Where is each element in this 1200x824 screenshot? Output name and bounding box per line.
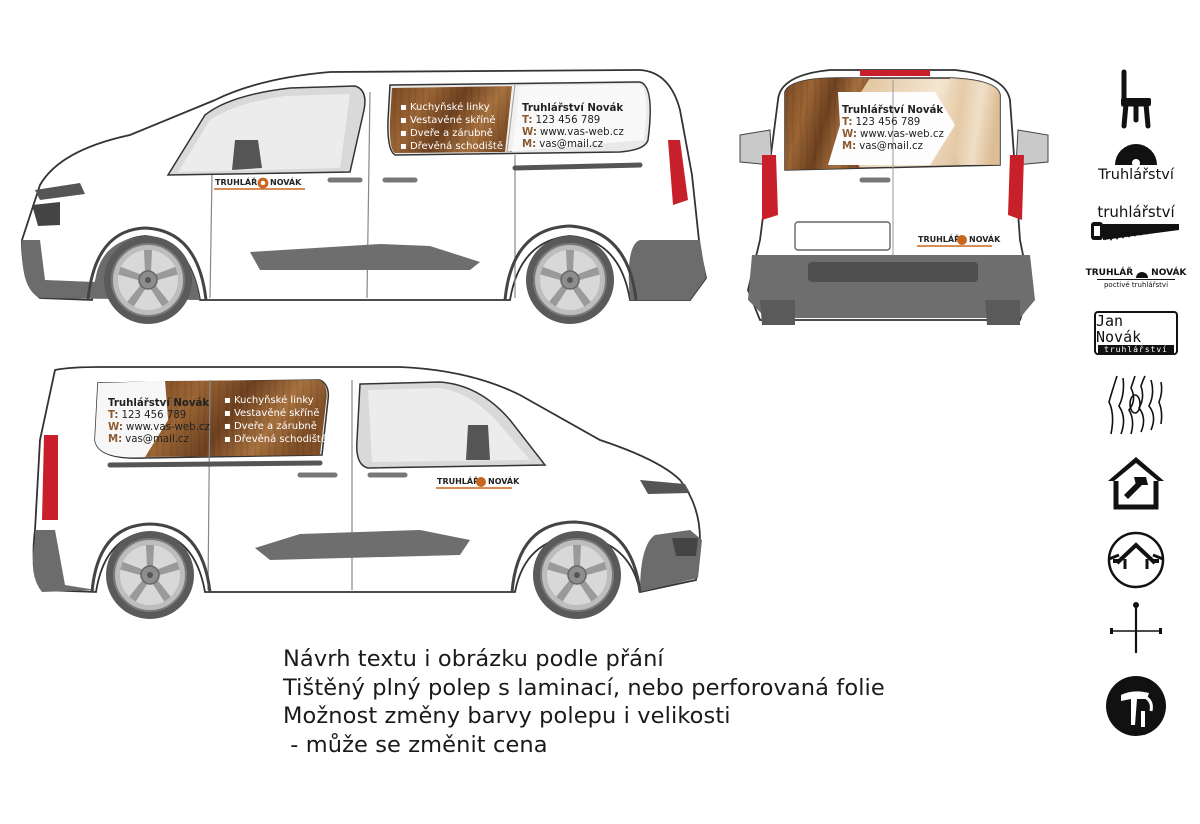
door-logo-left: TRUHLÁŘ — [215, 176, 257, 187]
web-value: www.vas-web.cz — [540, 127, 624, 138]
van-rear-view: Truhlářství Novák T:123 456 789 W:www.va… — [739, 69, 1049, 325]
side3-mail-prefix: M: — [108, 434, 122, 445]
rear-phone: 123 456 789 — [855, 117, 920, 128]
jan-name-text: Jan Novák — [1096, 311, 1142, 346]
note-line-3: Možnost změny barvy polepu i velikosti — [283, 703, 731, 730]
side3-service-4: ▪ Dřevěná schodiště — [224, 433, 327, 445]
mail-value: vas@mail.cz — [539, 139, 603, 150]
service-2: ▪ Vestavěné skříně — [400, 114, 496, 126]
notes-block: Návrh textu i obrázku podle přání Tištěn… — [283, 645, 983, 759]
service-3: ▪ Dveře a zárubně — [400, 127, 493, 139]
web-prefix: W: — [522, 127, 537, 138]
rear-company-name: Truhlářství Novák — [842, 104, 943, 116]
note-line-2: Tištěný plný polep s laminací, nebo perf… — [283, 674, 885, 701]
side3-door-logo: TRUHLÁŘ NOVÁK — [436, 475, 520, 489]
rear-logo-right: NOVÁK — [969, 233, 1001, 244]
side3-service-2: ▪ Vestavěné skříně — [224, 407, 320, 419]
handsaw-icon — [1091, 221, 1179, 241]
side3-phone: 123 456 789 — [121, 410, 186, 421]
svg-text:T:123 456 789: T:123 456 789 — [108, 410, 186, 421]
side3-service-1: ▪ Kuchyňské linky — [224, 394, 314, 406]
door-logo: TRUHLÁŘ NOVÁK — [214, 176, 305, 190]
phone-prefix: T: — [522, 115, 532, 126]
jan-sub-text: truhlářství — [1098, 344, 1174, 354]
service-1: ▪ Kuchyňské linky — [400, 101, 490, 113]
circle-house-icon — [1086, 528, 1186, 592]
chair-icon — [1086, 68, 1186, 130]
svg-text:W:www.vas-web.cz: W:www.vas-web.cz — [842, 129, 944, 140]
wood-grain-icon — [1086, 372, 1186, 438]
hammer-circle-icon — [1086, 674, 1186, 738]
handsaw-logo: truhlářství — [1086, 198, 1186, 248]
logo-variants-column: Truhlářství truhlářství TRUHLÁŘ NOVÁK po… — [1086, 60, 1186, 780]
rear-door-logo: TRUHLÁŘ NOVÁK — [917, 233, 1001, 247]
company-name: Truhlářství Novák — [522, 102, 623, 114]
badge-left-text: TRUHLÁŘ — [1085, 267, 1134, 278]
rear-web: www.vas-web.cz — [860, 129, 944, 140]
badge-right-text: NOVÁK — [1151, 267, 1187, 278]
service-4: ▪ Dřevěná schodiště — [400, 140, 503, 152]
side3-phone-prefix: T: — [108, 410, 118, 421]
note-line-4: - může se změnit cena — [283, 731, 548, 758]
van-side-right-facing: Truhlářství Novák T:123 456 789 W:www.va… — [32, 366, 702, 620]
side3-mail: vas@mail.cz — [125, 434, 189, 445]
phone-value: 123 456 789 — [535, 115, 600, 126]
rear-phone-prefix: T: — [842, 117, 852, 128]
svg-text:T:123 456 789: T:123 456 789 — [522, 115, 600, 126]
side3-logo-right: NOVÁK — [488, 475, 520, 486]
jan-novak-badge: Jan Novák truhlářství — [1086, 310, 1186, 356]
badge-sub-text: poctivé truhlářství — [1103, 280, 1169, 289]
side3-service-3: ▪ Dveře a zárubně — [224, 420, 317, 432]
badge-logo: TRUHLÁŘ NOVÁK poctivé truhlářství — [1085, 260, 1187, 296]
door-logo-right: NOVÁK — [270, 176, 302, 187]
side3-logo-left: TRUHLÁŘ — [437, 475, 479, 486]
svg-text:M:vas@mail.cz: M:vas@mail.cz — [842, 141, 923, 152]
rear-web-prefix: W: — [842, 129, 857, 140]
svg-text:T:123 456 789: T:123 456 789 — [842, 117, 920, 128]
note-line-1: Návrh textu i obrázku podle přání — [283, 646, 664, 672]
svg-text:W:www.vas-web.cz: W:www.vas-web.cz — [522, 127, 624, 138]
svg-text:M:vas@mail.cz: M:vas@mail.cz — [108, 434, 189, 445]
saw-blade-icon — [1115, 144, 1157, 167]
saw-logo-text: Truhlářství — [1098, 167, 1174, 183]
badge-saw-icon — [1136, 271, 1149, 278]
svg-text:W:www.vas-web.cz: W:www.vas-web.cz — [108, 422, 210, 433]
side3-web: www.vas-web.cz — [126, 422, 210, 433]
side3-company-name: Truhlářství Novák — [108, 397, 209, 409]
saw-blade-logo: Truhlářství — [1086, 140, 1186, 190]
rear-logo-left: TRUHLÁŘ — [918, 233, 960, 244]
mail-prefix: M: — [522, 139, 536, 150]
svg-text:M:vas@mail.cz: M:vas@mail.cz — [522, 139, 603, 150]
side3-web-prefix: W: — [108, 422, 123, 433]
handsaw-logo-text: truhlářství — [1097, 202, 1175, 221]
nail-icon — [1086, 600, 1186, 660]
van-side-left-facing: ▪ Kuchyňské linky ▪ Vestavěné skříně ▪ D… — [21, 69, 707, 325]
house-hammer-icon — [1086, 452, 1186, 512]
rear-mail-prefix: M: — [842, 141, 856, 152]
rear-mail: vas@mail.cz — [859, 141, 923, 152]
